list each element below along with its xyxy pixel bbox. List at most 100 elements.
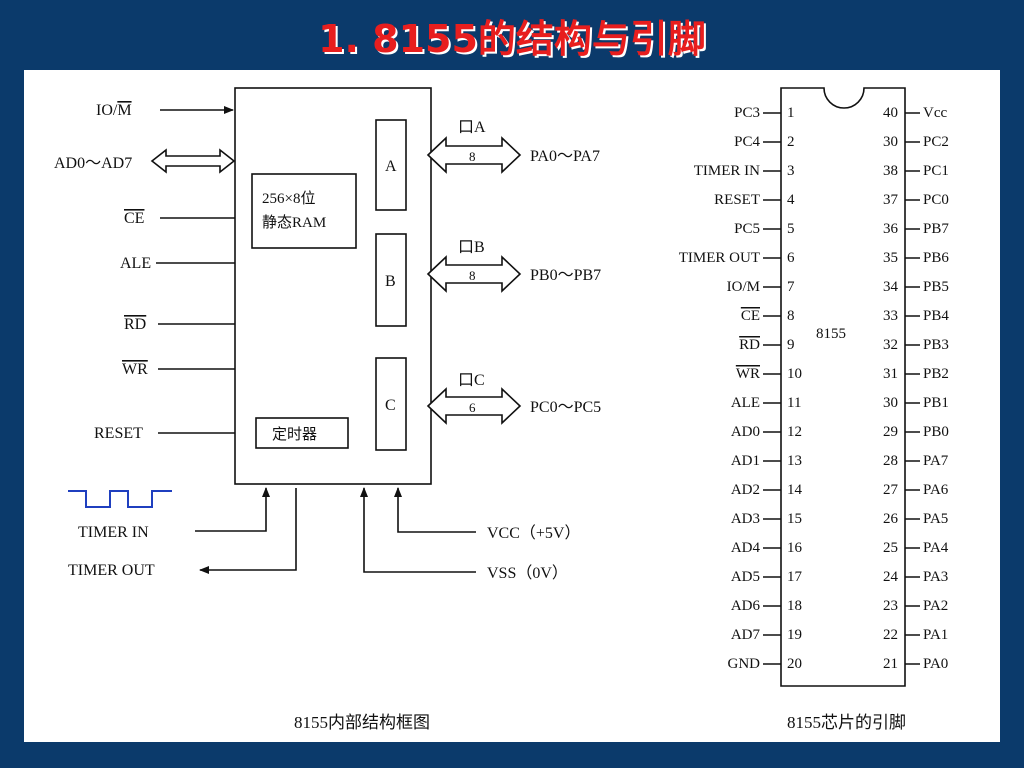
pin-name: PB5 [923, 279, 949, 295]
pin-number: 27 [883, 482, 899, 498]
pin-number: 3 [787, 163, 795, 179]
pin-name: AD4 [731, 540, 761, 556]
pin-name: RESET [714, 192, 760, 208]
pin-name: TIMER OUT [679, 250, 760, 266]
pin-name: AD2 [731, 482, 760, 498]
pin-name: PB7 [923, 221, 949, 237]
pin-name: PC0 [923, 192, 949, 208]
pin-number: 36 [883, 221, 899, 237]
pin-name: AD0 [731, 424, 760, 440]
pin-name: PA7 [923, 453, 949, 469]
pin-number: 24 [883, 569, 899, 585]
vcc-label: VCC（+5V） [487, 524, 580, 542]
pin-number: 30 [883, 134, 898, 150]
pin-name: RD [739, 337, 760, 353]
pin-row-right: 35 PB6 [883, 250, 949, 266]
wr-label: WR [122, 361, 148, 378]
ale-label: ALE [120, 255, 151, 272]
timer-in-label: TIMER IN [78, 524, 149, 541]
pin-row-left: AD7 19 [731, 627, 802, 643]
pin-row-left: RESET 4 [714, 192, 795, 208]
pin-name: PA4 [923, 540, 949, 556]
pin-name: PA0 [923, 656, 948, 672]
port-c-width: 6 [469, 400, 476, 415]
chip-outline [234, 87, 432, 485]
pin-number: 40 [883, 105, 898, 121]
port-a-pins: PA0～PA7 [530, 148, 600, 165]
pin-number: 6 [787, 250, 795, 266]
pin-row-left: TIMER IN 3 [694, 163, 795, 179]
ad-bus-arrow [150, 148, 236, 174]
pin-number: 5 [787, 221, 795, 237]
dip-package-outline [780, 87, 906, 687]
pin-number: 19 [787, 627, 802, 643]
pin-name: IO/M [727, 279, 760, 295]
port-a-bus [426, 136, 522, 174]
pin-number: 2 [787, 134, 795, 150]
pin-name: Vcc [923, 105, 947, 121]
block-labels: 256×8位 静态RAM 定时器 A B C [262, 158, 397, 443]
pin-row-right: 40 Vcc [883, 105, 947, 121]
pin-row-right: 24 PA3 [883, 569, 948, 585]
pin-name: PC2 [923, 134, 949, 150]
ce-label: CE [124, 210, 144, 227]
port-c-bus [426, 387, 522, 425]
pin-name: TIMER IN [694, 163, 760, 179]
pin-number: 4 [787, 192, 795, 208]
port-c-block [375, 357, 407, 451]
diagram-canvas: IO/M AD0～AD7 CE ALE RD WR RESET TIMER IN… [54, 87, 950, 732]
pin-number: 17 [787, 569, 803, 585]
port-a-block [375, 119, 407, 211]
pin-number: 33 [883, 308, 898, 324]
pin-name: PA5 [923, 511, 948, 527]
pin-name: PC1 [923, 163, 949, 179]
bus-arrows [150, 136, 522, 425]
pin-row-right: 38 PC1 [883, 163, 949, 179]
pin-number: 13 [787, 453, 802, 469]
pin-row-left: TIMER OUT 6 [679, 250, 795, 266]
pin-number: 35 [883, 250, 898, 266]
pin-number: 31 [883, 366, 898, 382]
pin-number: 38 [883, 163, 898, 179]
pin-name: PB1 [923, 395, 949, 411]
slide-title: 1. 8155的结构与引脚 [318, 17, 706, 61]
pin-number: 1 [787, 105, 795, 121]
timer-waveform [68, 490, 172, 508]
pin-number: 26 [883, 511, 899, 527]
pin-number: 37 [883, 192, 899, 208]
port-labels: 口A 8 PA0～PA7 口B 8 PB0～PB7 口C 6 PC0～PC5 [458, 119, 601, 416]
ad-label: AD0～AD7 [54, 155, 132, 172]
pin-name: PA2 [923, 598, 948, 614]
pin-row-right: 26 PA5 [883, 511, 948, 527]
pin-row-left: PC4 2 [734, 134, 794, 150]
pin-name: PA3 [923, 569, 948, 585]
chip-label: 8155 [816, 326, 846, 342]
pin-name: PC4 [734, 134, 760, 150]
port-a-letter: A [385, 158, 397, 175]
pin-number: 7 [787, 279, 795, 295]
pinout-caption: 8155芯片的引脚 [787, 713, 906, 732]
pin-name: PB0 [923, 424, 949, 440]
diagram-panel: IO/M AD0～AD7 CE ALE RD WR RESET TIMER IN… [24, 70, 1000, 742]
pin-number: 15 [787, 511, 802, 527]
pin-number: 18 [787, 598, 802, 614]
timer-out-line [199, 488, 297, 574]
pin-name: PB6 [923, 250, 949, 266]
pin-number: 8 [787, 308, 795, 324]
vss-line [360, 487, 476, 573]
pin-name: AD7 [731, 627, 761, 643]
port-c-name: 口C [458, 372, 485, 389]
